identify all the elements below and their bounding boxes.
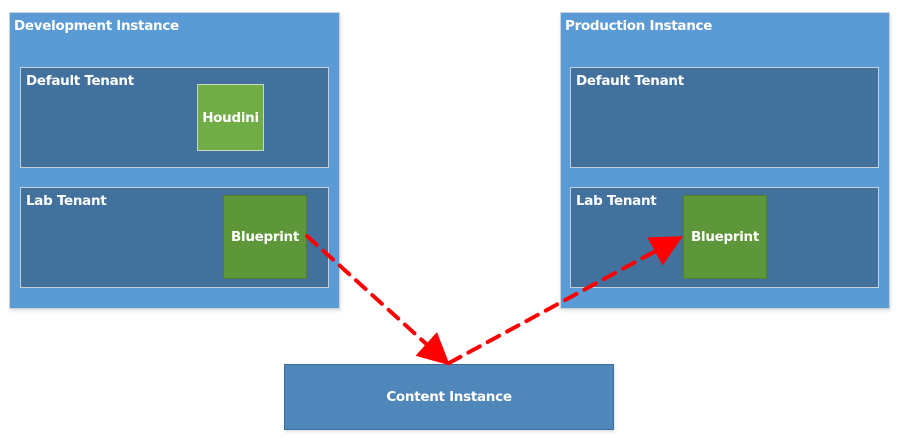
prod-default-tenant-title: Default Tenant bbox=[576, 73, 684, 89]
prod-lab-tenant: Lab Tenant Blueprint bbox=[570, 187, 879, 288]
dev-lab-tenant: Lab Tenant Blueprint bbox=[20, 187, 329, 288]
dev-default-tenant: Default Tenant Houdini bbox=[20, 67, 329, 168]
dev-lab-tenant-title: Lab Tenant bbox=[26, 193, 107, 209]
dev-blueprint-label: Blueprint bbox=[231, 229, 299, 245]
content-instance-title: Content Instance bbox=[386, 389, 512, 405]
production-instance-title: Production Instance bbox=[565, 18, 713, 34]
content-instance: Content Instance bbox=[284, 364, 614, 430]
houdini-label: Houdini bbox=[202, 109, 259, 126]
prod-blueprint-box: Blueprint bbox=[683, 195, 767, 279]
production-instance: Production Instance Default Tenant Lab T… bbox=[560, 12, 890, 309]
development-instance: Development Instance Default Tenant Houd… bbox=[9, 12, 340, 309]
houdini-box: Houdini bbox=[197, 84, 264, 151]
prod-lab-tenant-title: Lab Tenant bbox=[576, 193, 657, 209]
prod-blueprint-label: Blueprint bbox=[691, 229, 759, 245]
prod-default-tenant: Default Tenant bbox=[570, 67, 879, 168]
dev-blueprint-box: Blueprint bbox=[223, 195, 307, 279]
development-instance-title: Development Instance bbox=[14, 18, 179, 34]
dev-default-tenant-title: Default Tenant bbox=[26, 73, 134, 89]
